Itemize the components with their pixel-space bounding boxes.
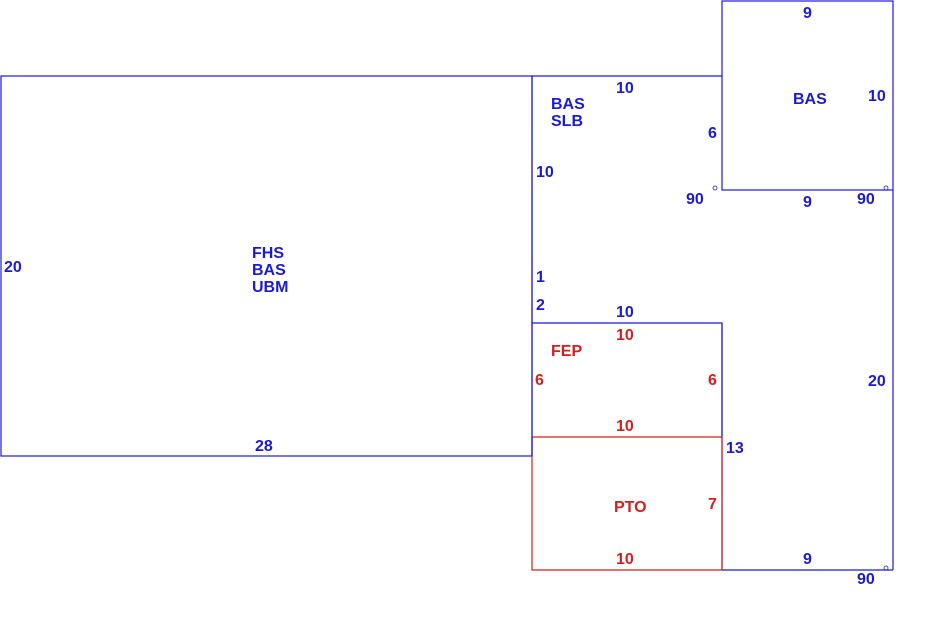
- dim-bas-inner-left: 6: [708, 125, 717, 142]
- bas-top-outline: [721, 0, 894, 191]
- dim-main-left: 20: [4, 259, 22, 276]
- dim-bas-bottom-edge: 9: [803, 194, 812, 211]
- angle-label-2: 90: [857, 191, 875, 208]
- angle-label-3: 90: [857, 571, 875, 588]
- dim-fep-right: 6: [708, 372, 717, 389]
- main-area-label-1: FHS: [252, 245, 284, 262]
- dim-fep-bottom: 10: [616, 418, 634, 435]
- dim-bottom-right-edge: 9: [803, 551, 812, 568]
- dim-fep-top-outer: 10: [616, 304, 634, 321]
- main-area-label-3: UBM: [252, 279, 288, 296]
- bas-slb-label-2: SLB: [551, 113, 583, 130]
- dim-slb-left: 10: [536, 164, 554, 181]
- dim-bas-top-edge: 9: [803, 5, 812, 22]
- dim-fep-left: 6: [535, 372, 544, 389]
- dim-seg-1: 1: [536, 269, 545, 286]
- dim-pto-bottom: 10: [616, 551, 634, 568]
- pto-outline: [531, 437, 723, 571]
- angle-marker: [883, 185, 889, 191]
- fep-outline: [532, 322, 723, 437]
- dim-pto-right: 7: [708, 496, 717, 513]
- dim-main-bottom: 28: [255, 438, 273, 455]
- angle-marker: [883, 565, 889, 571]
- dim-slb-top: 10: [616, 80, 634, 97]
- main-area-label-2: BAS: [252, 262, 286, 279]
- pto-label: PTO: [614, 499, 647, 516]
- dim-fep-top-inner: 10: [616, 327, 634, 344]
- bas-top-label: BAS: [793, 91, 827, 108]
- bas-slb-label-1: BAS: [551, 96, 585, 113]
- dim-seg-2: 2: [536, 297, 545, 314]
- dim-step-13: 13: [726, 440, 744, 457]
- angle-marker: [712, 185, 718, 191]
- dim-bas-right-edge: 10: [868, 88, 886, 105]
- fep-label: FEP: [551, 343, 582, 360]
- angle-label-1: 90: [686, 191, 704, 208]
- dim-right-side: 20: [868, 373, 886, 390]
